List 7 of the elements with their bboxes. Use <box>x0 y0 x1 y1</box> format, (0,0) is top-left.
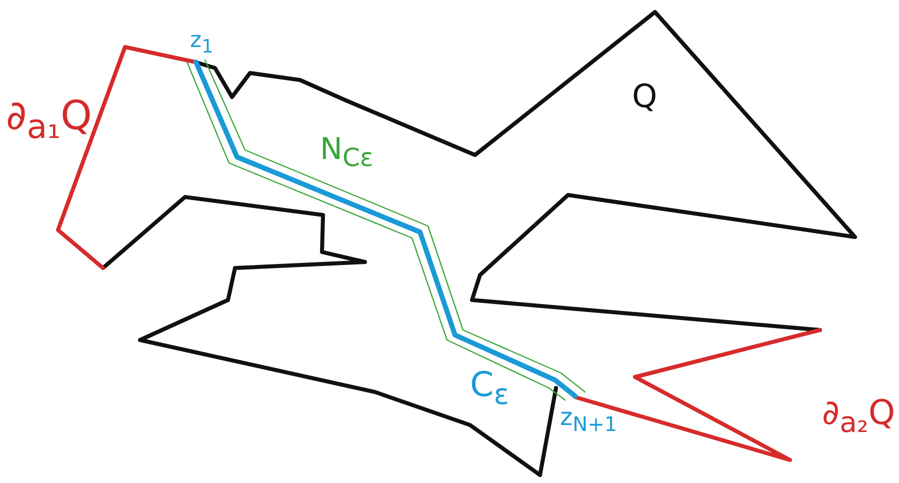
math-label: Q <box>632 80 658 112</box>
math-label: z$_{1}$ <box>190 30 214 57</box>
math-label: ∂$_{a₂}$Q <box>822 396 896 438</box>
math-label: z$_{N+1}$ <box>560 405 618 434</box>
math-label: ∂$_{a₁}$Q <box>6 96 92 144</box>
math-label: C$_{ε}$ <box>470 368 510 410</box>
math-label: N$_{Cε}$ <box>320 135 374 170</box>
